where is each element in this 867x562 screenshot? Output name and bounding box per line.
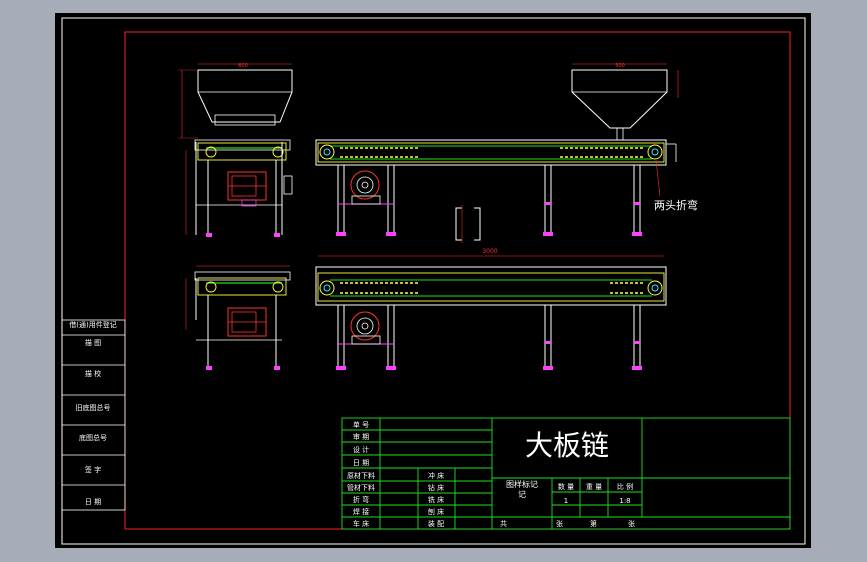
- row-label-5: 管材下料: [347, 483, 375, 492]
- dim-length: 3000: [482, 248, 497, 255]
- left-strip-label-3: 旧底图总号: [76, 403, 111, 412]
- drawing-mark-label-2: 记: [518, 490, 526, 499]
- process-label-2: 铣 床: [428, 495, 444, 504]
- front-view-top: [315, 63, 679, 243]
- process-label-0: 冲 床: [428, 471, 444, 480]
- footer-sheet-no: 第: [590, 519, 597, 528]
- process-label-3: 刨 床: [428, 507, 444, 516]
- scale-value: 1:8: [619, 497, 630, 505]
- footer-total: 共: [500, 519, 507, 528]
- drawing-title: 大板链: [525, 429, 609, 462]
- left-strip: [61, 319, 126, 511]
- row-label-7: 焊 接: [353, 507, 369, 516]
- row-label-3: 日 期: [353, 459, 369, 467]
- process-label-4: 装 配: [428, 519, 444, 528]
- header-quantity: 数 量: [558, 482, 574, 491]
- row-label-6: 折 弯: [353, 495, 369, 504]
- row-label-2: 设 计: [353, 445, 369, 454]
- note-bend-both-ends: 两头折弯: [654, 198, 698, 212]
- row-label-4: 原材下料: [347, 471, 375, 480]
- row-label-0: 单 号: [353, 420, 369, 429]
- front-view-bottom: [315, 255, 667, 370]
- dim-top-left: 600: [238, 63, 248, 69]
- quantity-value: 1: [564, 497, 568, 505]
- footer-sheet: 张: [628, 519, 635, 528]
- left-strip-label-2: 描 校: [85, 369, 101, 378]
- header-weight: 重 量: [586, 483, 602, 491]
- left-strip-label-4: 底图总号: [79, 433, 107, 442]
- dim-top-right: 500: [615, 63, 625, 69]
- outer-frame: [61, 17, 806, 545]
- side-view-top: [178, 63, 293, 237]
- row-label-8: 车 床: [353, 519, 369, 528]
- title-block: [341, 417, 791, 530]
- left-strip-label-6: 日 期: [85, 498, 101, 506]
- footer-sheets: 张: [556, 519, 563, 528]
- process-label-1: 钻 床: [428, 483, 444, 492]
- side-view-bottom: [185, 265, 291, 370]
- row-label-1: 审 期: [353, 432, 369, 441]
- header-scale: 比 例: [617, 482, 633, 491]
- drawing-mark-label: 图样标记: [506, 479, 538, 489]
- left-strip-label-0: 借(通)用件登记: [69, 320, 116, 329]
- left-strip-label-1: 描 图: [85, 338, 101, 347]
- left-strip-label-5: 签 字: [85, 465, 101, 474]
